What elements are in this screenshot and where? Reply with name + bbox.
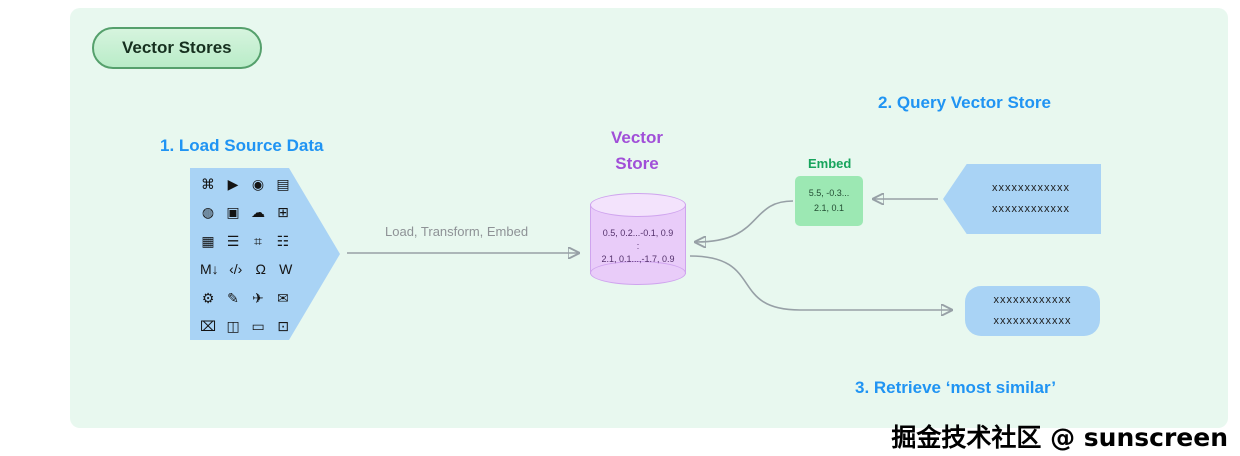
embed-values-box: 5.5, -0.3... 2.1, 0.1 <box>795 176 863 226</box>
folder-open-icon: ⊡ <box>277 317 289 334</box>
vector-store-values: 0.5, 0.2...-0.1, 0.9 : 2.1, 0.1...,-1.7,… <box>590 227 686 266</box>
database-icon: ☷ <box>276 232 290 249</box>
result-text-line1: xxxxxxxxxxxx <box>993 294 1072 307</box>
query-text-line2: xxxxxxxxxxxx <box>992 203 1070 215</box>
result-text-line2: xxxxxxxxxxxx <box>993 315 1072 327</box>
command-icon: ⌘ <box>201 176 215 192</box>
wikipedia-icon: W <box>279 261 293 278</box>
watermark: 掘金技术社区 @ sunscreen <box>891 423 1228 452</box>
load-transform-embed-label: Load, Transform, Embed <box>385 224 529 239</box>
query-text-line1: xxxxxxxxxxxx <box>992 182 1070 195</box>
step-3-retrieve-title: 3. Retrieve ‘most similar’ <box>855 378 1056 397</box>
step-2-query-title: 2. Query Vector Store <box>878 93 1051 112</box>
cylinder-top <box>590 193 686 217</box>
vector-store-title-line1: Vector <box>611 128 663 147</box>
vector-values-row2: 2.1, 0.1...,-1.7, 0.9 <box>601 254 675 265</box>
spreadsheet-icon: ▦ <box>201 232 215 249</box>
pencil-icon: ✎ <box>227 289 239 306</box>
slides-icon: ⊞ <box>277 204 289 221</box>
image-icon: ▣ <box>226 204 240 221</box>
vector-values-row1: 0.5, 0.2...-0.1, 0.9 <box>602 228 674 238</box>
embed-label: Embed <box>808 156 852 171</box>
notion-icon: ☰ <box>226 232 240 249</box>
twitter-icon: ✈ <box>252 289 264 306</box>
vector-store-title: Vector Store <box>582 125 692 178</box>
cylinder-bottom <box>590 261 686 285</box>
discord-icon: ◉ <box>251 176 265 192</box>
vector-store-cylinder: 0.5, 0.2...-0.1, 0.9 : 2.1, 0.1...,-1.7,… <box>590 193 686 285</box>
github-icon: ◍ <box>201 204 215 221</box>
result-text-box: xxxxxxxxxxxx xxxxxxxxxxxx <box>965 286 1100 336</box>
embed-values-row2: 2.1, 0.1 <box>813 203 845 213</box>
embed-values-row1: 5.5, -0.3... <box>808 187 850 198</box>
markdown-icon: M↓ <box>200 261 219 278</box>
trash-icon: ⌧ <box>200 317 217 334</box>
youtube-icon: ▶ <box>227 176 239 192</box>
query-text-shape: xxxxxxxxxxxx xxxxxxxxxxxx <box>943 164 1101 234</box>
figma-icon: ⌗ <box>254 232 262 249</box>
folder-icon: ▭ <box>251 317 265 334</box>
cloud-icon: ☁ <box>251 204 265 221</box>
step-1-load-title: 1. Load Source Data <box>160 136 324 155</box>
vector-values-separator: : <box>636 241 640 252</box>
mail-icon: ✉ <box>277 289 289 306</box>
omega-icon: Ω <box>255 261 266 278</box>
clipboard-icon: ◫ <box>226 317 240 334</box>
gear-icon: ⚙ <box>201 289 215 306</box>
html-icon: ‹/› <box>229 261 243 278</box>
vector-store-title-line2: Store <box>615 154 659 174</box>
document-icon: ▤ <box>276 176 290 192</box>
diagram-title-badge: Vector Stores <box>92 27 262 69</box>
